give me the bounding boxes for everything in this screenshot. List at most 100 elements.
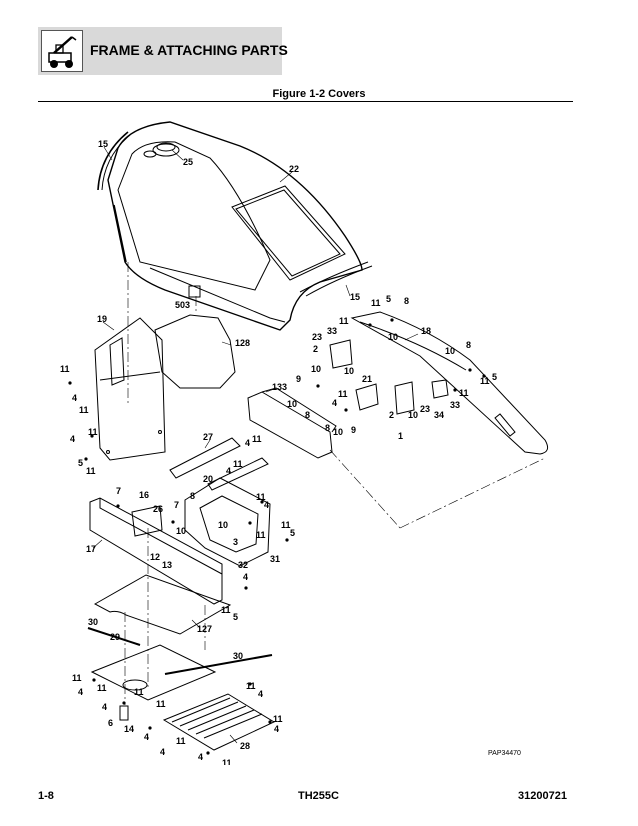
- callout-12: 12: [150, 552, 160, 562]
- callout-11: 11: [221, 605, 231, 615]
- callout-20: 20: [203, 474, 213, 484]
- side-panel: [94, 317, 166, 461]
- callout-10: 10: [176, 526, 186, 536]
- callout-32: 32: [238, 560, 248, 570]
- callout-25: 25: [183, 157, 193, 167]
- callout-11: 11: [459, 388, 469, 398]
- callout-11: 11: [256, 530, 266, 540]
- callout-4: 4: [198, 752, 203, 762]
- callout-11: 11: [60, 364, 70, 374]
- callout-10: 10: [388, 332, 398, 342]
- callout-5: 5: [386, 294, 391, 304]
- callout-11: 11: [252, 434, 262, 444]
- callout-11: 11: [246, 681, 256, 691]
- callout-30: 30: [88, 617, 98, 627]
- callout-4: 4: [258, 689, 263, 699]
- callout-10: 10: [287, 399, 297, 409]
- callout-2: 2: [389, 410, 394, 420]
- section-title: FRAME & ATTACHING PARTS: [90, 42, 288, 58]
- step-plate: [162, 693, 276, 751]
- model-name: TH255C: [298, 790, 339, 802]
- callout-4: 4: [226, 466, 231, 476]
- right-panel: [350, 311, 549, 455]
- callout-28: 28: [240, 741, 250, 751]
- callout-8: 8: [404, 296, 409, 306]
- drawing-reference-code: PAP34470: [488, 750, 521, 757]
- callout-9: 9: [351, 425, 356, 435]
- callout-10: 10: [333, 427, 343, 437]
- callout-5: 5: [492, 372, 497, 382]
- callout-11: 11: [72, 673, 82, 683]
- callout-11: 11: [97, 683, 107, 693]
- callout-11: 11: [233, 459, 243, 469]
- callout-503: 503: [175, 300, 190, 310]
- callout-30: 30: [233, 651, 243, 661]
- callout-133: 133: [272, 382, 287, 392]
- callout-11: 11: [371, 298, 381, 308]
- callout-11: 11: [86, 466, 96, 476]
- callout-17: 17: [86, 544, 96, 554]
- title-rule: [38, 101, 573, 102]
- callout-8: 8: [466, 340, 471, 350]
- callout-4: 4: [144, 732, 149, 742]
- exploded-parts-diagram: 15 25 22 15 503 11 5 8 19 128 11 33 18 1…: [60, 121, 549, 765]
- callout-11: 11: [134, 687, 144, 697]
- callout-4: 4: [72, 393, 77, 403]
- callout-10: 10: [408, 410, 418, 420]
- callout-8: 8: [325, 423, 330, 433]
- callout-33: 33: [450, 400, 460, 410]
- callout-4: 4: [264, 500, 269, 510]
- callout-8: 8: [305, 410, 310, 420]
- callout-11: 11: [222, 758, 232, 765]
- callout-13: 13: [162, 560, 172, 570]
- callout-4: 4: [243, 572, 248, 582]
- callout-11: 11: [480, 376, 490, 386]
- callout-4: 4: [160, 747, 165, 757]
- callout-29: 29: [110, 632, 120, 642]
- callout-5: 5: [78, 458, 83, 468]
- callout-11: 11: [256, 492, 266, 502]
- callout-7: 7: [116, 486, 121, 496]
- callout-4: 4: [245, 438, 250, 448]
- callout-26: 26: [153, 504, 163, 514]
- callout-15: 15: [98, 139, 108, 149]
- telehandler-icon: [41, 30, 83, 72]
- callout-11: 11: [176, 736, 186, 746]
- callout-15: 15: [350, 292, 360, 302]
- callout-6: 6: [108, 718, 113, 728]
- callout-4: 4: [78, 687, 83, 697]
- callout-27: 27: [203, 432, 213, 442]
- callout-21: 21: [362, 374, 372, 384]
- callout-16: 16: [139, 490, 149, 500]
- callout-10: 10: [445, 346, 455, 356]
- callout-8: 8: [190, 491, 195, 501]
- figure-title: Figure 1-2 Covers: [272, 88, 366, 100]
- callout-10: 10: [218, 520, 228, 530]
- callout-18: 18: [421, 326, 431, 336]
- callout-9: 9: [296, 374, 301, 384]
- callout-22: 22: [289, 164, 299, 174]
- callout-11: 11: [88, 427, 98, 437]
- callout-4: 4: [70, 434, 75, 444]
- callout-5: 5: [233, 612, 238, 622]
- page-number: 1-8: [38, 790, 54, 802]
- section-header: FRAME & ATTACHING PARTS: [38, 27, 288, 75]
- lower-frame: [89, 497, 223, 605]
- callout-10: 10: [311, 364, 321, 374]
- manual-number: 31200721: [518, 790, 567, 802]
- callout-2: 2: [313, 344, 318, 354]
- callout-11: 11: [79, 405, 89, 415]
- callout-11: 11: [273, 714, 283, 724]
- callout-4: 4: [332, 398, 337, 408]
- callout-128: 128: [235, 338, 250, 348]
- callout-33: 33: [327, 326, 337, 336]
- callout-34: 34: [434, 410, 444, 420]
- callout-23: 23: [312, 332, 322, 342]
- callout-14: 14: [124, 724, 134, 734]
- callout-7: 7: [174, 500, 179, 510]
- callout-11: 11: [281, 520, 291, 530]
- callout-11: 11: [156, 699, 166, 709]
- callout-127: 127: [197, 624, 212, 634]
- callout-11: 11: [338, 389, 348, 399]
- callout-3: 3: [233, 537, 238, 547]
